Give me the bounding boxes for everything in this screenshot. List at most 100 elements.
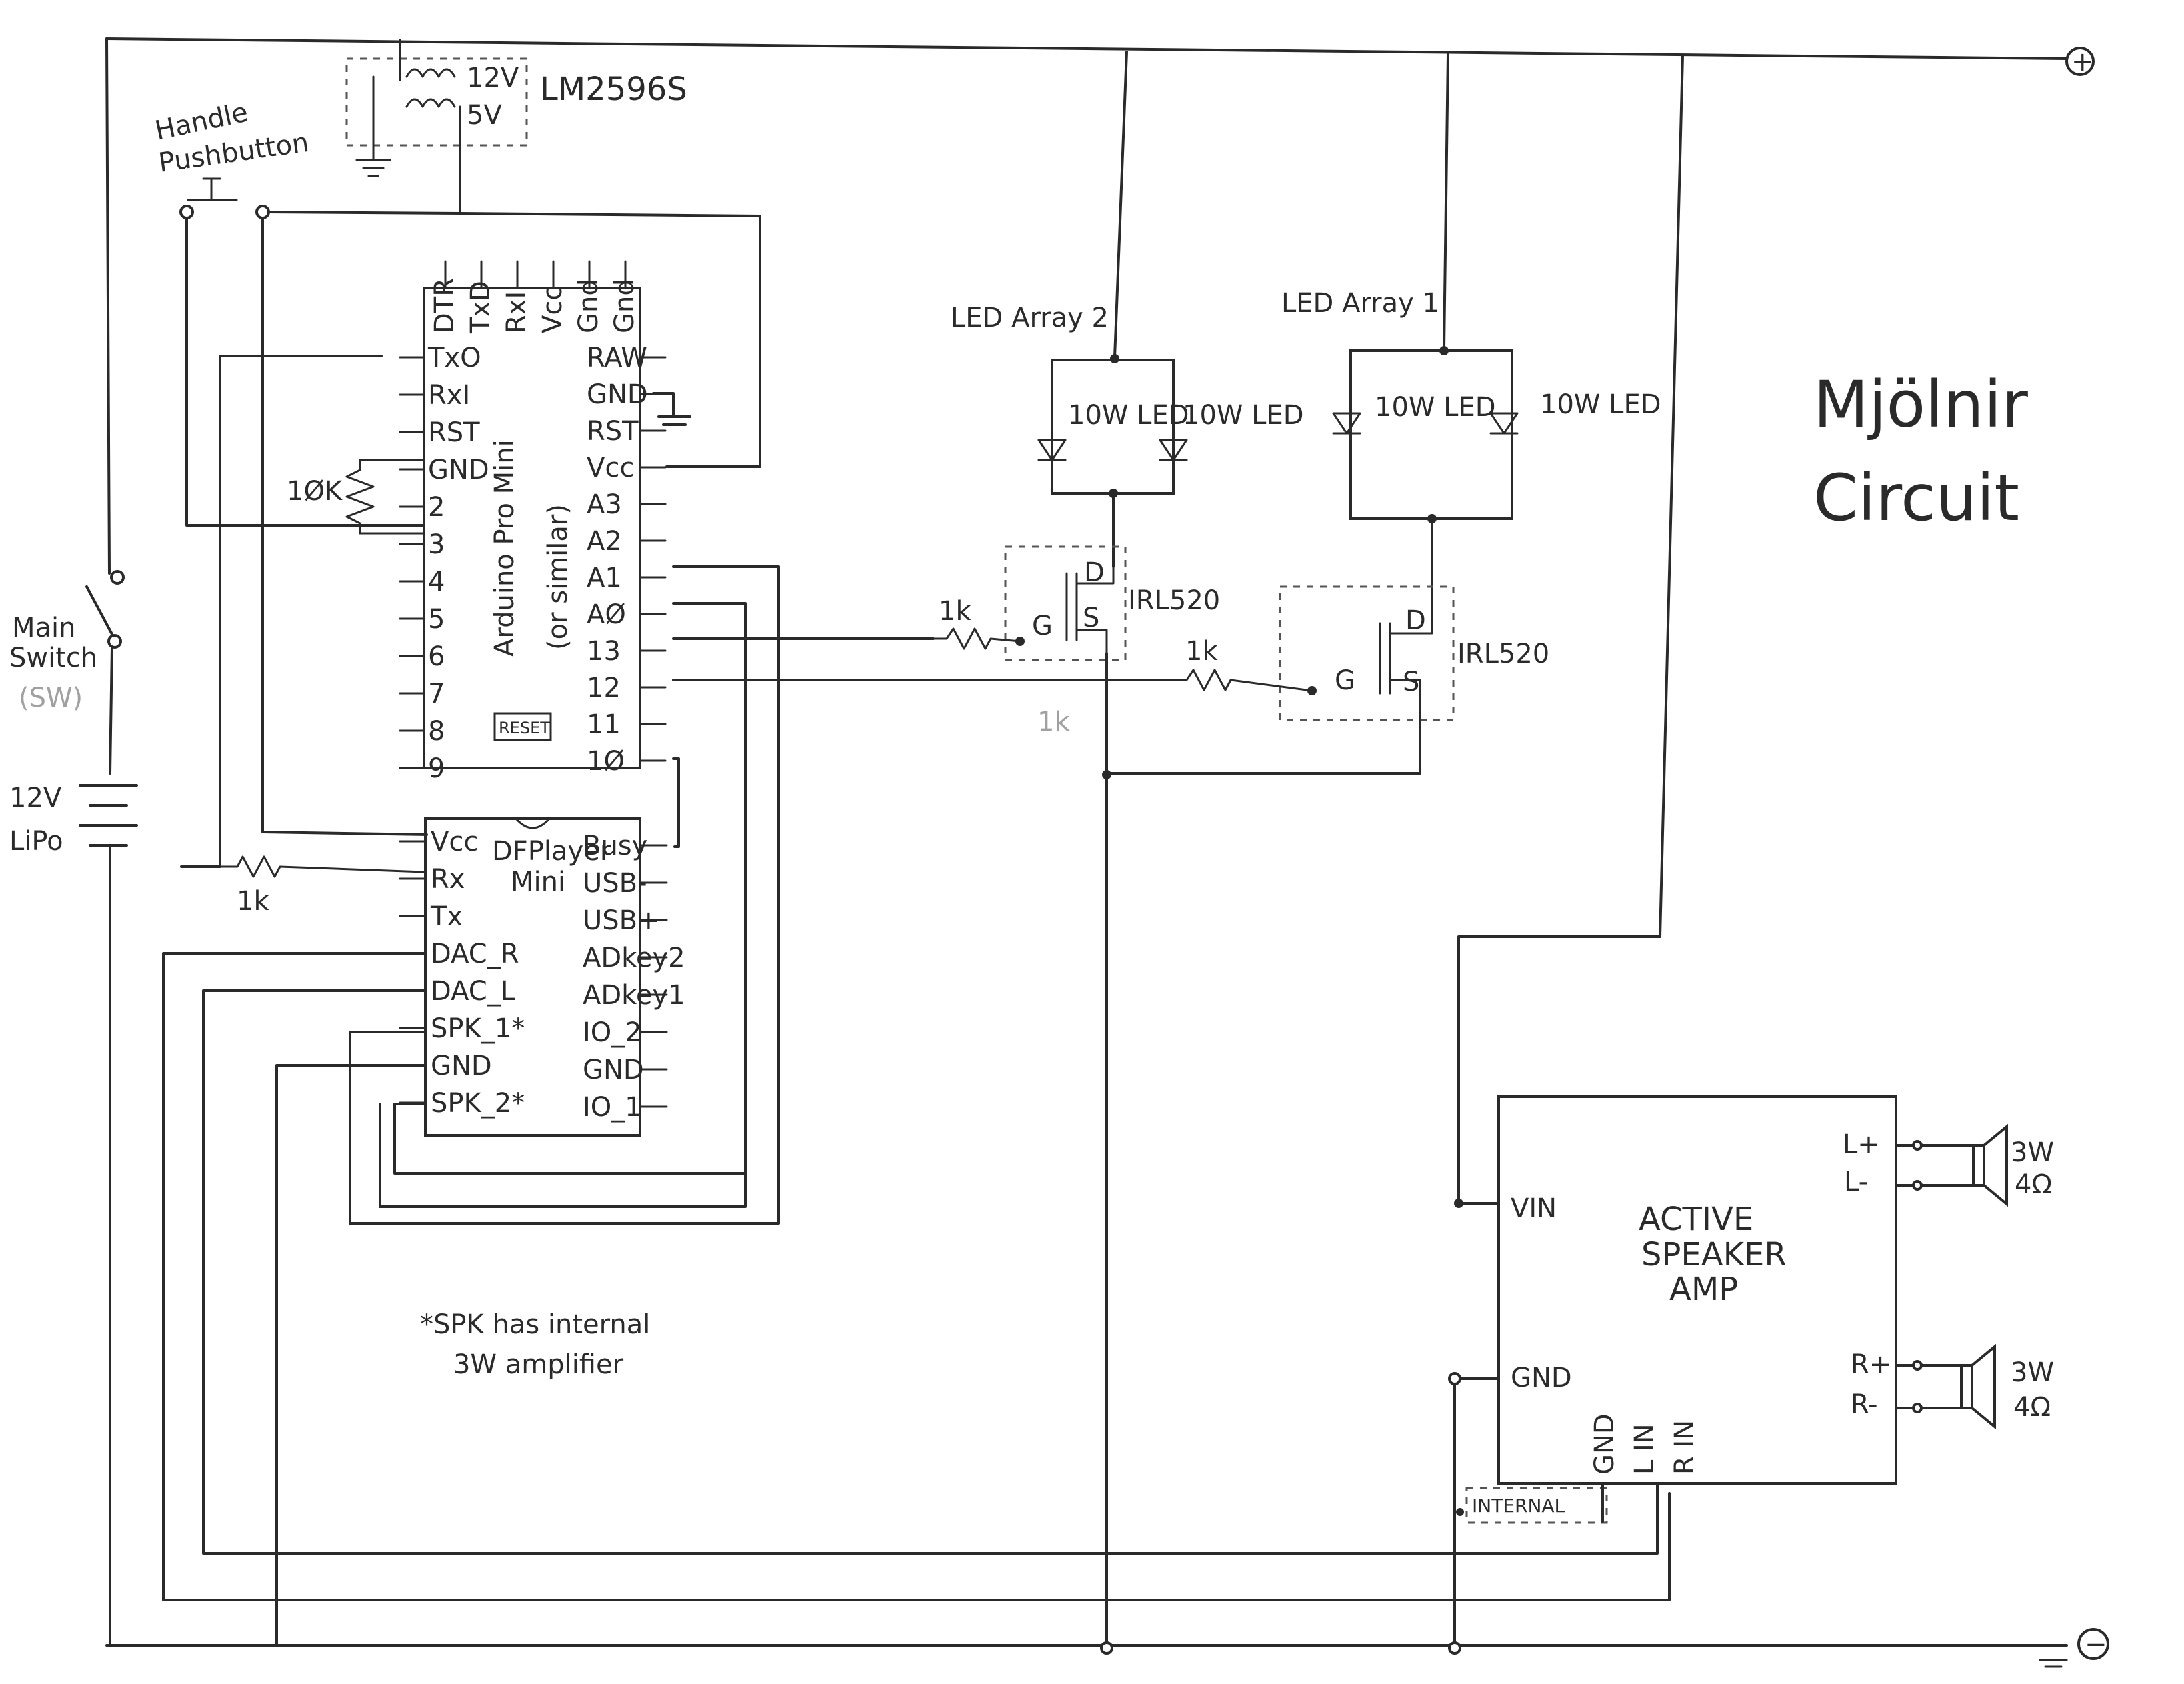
- arduino-top-pin-gnd: Gnd: [609, 279, 640, 333]
- dfplayer-left-pin-rx: Rx: [431, 864, 465, 895]
- arduino-right-pin-gnd: GND: [587, 379, 648, 410]
- amp-vin-label: VIN: [1511, 1193, 1557, 1224]
- arduino-right-pin-12: 12: [587, 673, 621, 703]
- mosfet-irl520-1: G D S IRL520 1k 1k: [932, 492, 1220, 737]
- led-array-1-led-b: 10W LED: [1540, 389, 1661, 420]
- amp-internal-label: INTERNAL: [1472, 1495, 1565, 1517]
- amp-name-2: SPEAKER: [1641, 1236, 1787, 1273]
- dfplayer-left-pin-vcc: Vcc: [431, 827, 478, 857]
- arduino-top-pin-rxi: RxI: [501, 291, 532, 333]
- amp-bottom-pin-l-in: L IN: [1629, 1423, 1660, 1475]
- arduino-top-pin-gnd: Gnd: [573, 279, 604, 333]
- dfplayer-left-pin-tx: Tx: [430, 901, 463, 932]
- lm2596s-regulator: 12V 5V LM2596S: [345, 39, 687, 215]
- regulator-out-label: 5V: [467, 100, 502, 131]
- battery-label-type: LiPo: [9, 826, 63, 857]
- speaker-left-power: 3W: [2011, 1137, 2054, 1168]
- speaker-right-power: 3W: [2011, 1357, 2054, 1388]
- arduino-left-pin-8: 8: [428, 716, 445, 747]
- arduino-left-pin-5: 5: [428, 604, 445, 635]
- mosfet-ground-bus: [1100, 652, 1421, 1655]
- mosfet-2-drain: D: [1405, 605, 1426, 636]
- amp-out-r-minus: R-: [1851, 1389, 1878, 1420]
- speaker-left: 3W 4Ω: [1895, 1123, 2054, 1207]
- amp-name-3: AMP: [1669, 1271, 1738, 1308]
- mosfet-1-drain: D: [1084, 557, 1105, 588]
- pulldown-resistor-10k: 1ØK: [287, 459, 375, 535]
- battery-12v-lipo: 12V LiPo: [9, 783, 138, 1647]
- mosfet-2-part: IRL520: [1457, 639, 1549, 669]
- dfplayer-right-pin-adkey1: ADkey1: [583, 980, 685, 1011]
- led-array-1-led-a: 10W LED: [1375, 392, 1496, 423]
- arduino-top-pin-txd: TxD: [465, 281, 496, 334]
- arduino-right-pin-raw: RAW: [587, 343, 647, 373]
- amp-bottom-pin-gnd: GND: [1589, 1413, 1620, 1475]
- amp-gnd-label: GND: [1511, 1363, 1572, 1393]
- arduino-top-pin-vcc: Vcc: [537, 286, 568, 333]
- dfplayer-pins: VccRxTxDAC_RDAC_LSPK_1*GNDSPK_2*BusyUSB-…: [399, 827, 685, 1123]
- dfplayer-right-pin-usb: USB-: [583, 868, 647, 899]
- regulator-name: LM2596S: [540, 71, 687, 108]
- dfplayer-wiring: [162, 952, 1671, 1647]
- arduino-left-pin-9: 9: [428, 753, 445, 784]
- active-speaker-amp: ACTIVE SPEAKER AMP VIN GND GND L IN R IN I…: [1448, 55, 1897, 1655]
- positive-rail: +: [105, 37, 2095, 77]
- arduino-left-pin-2: 2: [428, 492, 445, 523]
- dfplayer-name-sub: Mini: [511, 867, 565, 897]
- arduino-reset-button-label: RESET: [499, 719, 550, 737]
- battery-label-voltage: 12V: [9, 783, 62, 813]
- dfplayer-left-pin-dac-r: DAC_R: [431, 939, 519, 969]
- arduino-name-sub: (or similar): [543, 504, 573, 650]
- arduino-left-pin-4: 4: [428, 567, 445, 597]
- arduino-left-pin-txo: TxO: [427, 343, 481, 373]
- pulldown-resistor-label: 1ØK: [287, 476, 343, 507]
- mosfet-irl520-2: G D S IRL520 1k: [1179, 517, 1549, 728]
- arduino-right-pin-a1: A1: [587, 563, 622, 593]
- speaker-left-impedance: 4Ω: [2015, 1169, 2052, 1200]
- main-switch-label-3: (SW): [19, 683, 83, 713]
- title-line-2: Circuit: [1813, 461, 2019, 535]
- dfplayer-right-pin-adkey2: ADkey2: [583, 943, 685, 973]
- amp-name-1: ACTIVE: [1639, 1201, 1753, 1238]
- arduino-top-pin-dtr: DTR: [429, 278, 460, 333]
- amp-out-l-minus: L-: [1844, 1167, 1868, 1197]
- regulator-in-label: 12V: [467, 63, 519, 93]
- arduino-left-pin-3: 3: [428, 529, 445, 560]
- dfplayer-right-pin-gnd: GND: [583, 1055, 644, 1085]
- dfplayer-left-pin-dac-l: DAC_L: [431, 976, 516, 1007]
- mosfet-2-resistor: 1k: [1185, 636, 1218, 667]
- mosfet-1-resistor: 1k: [939, 596, 971, 627]
- dfplayer-right-pin-busy: Busy: [583, 831, 647, 861]
- note-line-2: 3W amplifier: [453, 1349, 624, 1380]
- dfplayer-right-pin-io-2: IO_2: [583, 1017, 642, 1048]
- arduino-left-pin-rst: RST: [428, 417, 480, 448]
- mosfet-1-gate: G: [1032, 611, 1053, 641]
- mosfet-2-gate: G: [1335, 665, 1355, 696]
- dfplayer-name: DFPlayer: [492, 836, 611, 867]
- amp-bottom-pins: GND L IN R IN: [1589, 1413, 1700, 1475]
- speaker-right-impedance: 4Ω: [2013, 1392, 2051, 1423]
- main-switch-label: Main: [12, 613, 76, 643]
- amp-out-r-plus: R+: [1851, 1349, 1891, 1380]
- amp-out-l-plus: L+: [1843, 1129, 1880, 1160]
- speaker-right: 3W 4Ω: [1895, 1343, 2054, 1430]
- mosfet-2-source: S: [1403, 667, 1419, 697]
- dfplayer-right-pin-usb: USB+: [583, 905, 660, 936]
- arduino-right-pin-1: 1Ø: [587, 746, 625, 777]
- arduino-right-pin-vcc: Vcc: [587, 453, 634, 483]
- positive-rail-symbol: +: [2071, 47, 2094, 77]
- arduino-left-pin-rxi: RxI: [428, 380, 470, 411]
- amp-bottom-pin-r-in: R IN: [1669, 1420, 1700, 1475]
- arduino-right-pin-13: 13: [587, 636, 621, 667]
- led-array-2-title: LED Array 2: [951, 303, 1109, 333]
- dfplayer-left-pin-spk-2: SPK_2*: [431, 1088, 525, 1119]
- led-array-1-title: LED Array 1: [1281, 288, 1439, 319]
- main-switch: Main Switch (SW): [9, 37, 125, 775]
- arduino-wiring: [180, 355, 1181, 1225]
- arduino-right-pin-rst: RST: [587, 416, 639, 447]
- negative-rail-symbol: −: [2085, 1629, 2107, 1660]
- dfplayer-left-pin-gnd: GND: [431, 1051, 492, 1081]
